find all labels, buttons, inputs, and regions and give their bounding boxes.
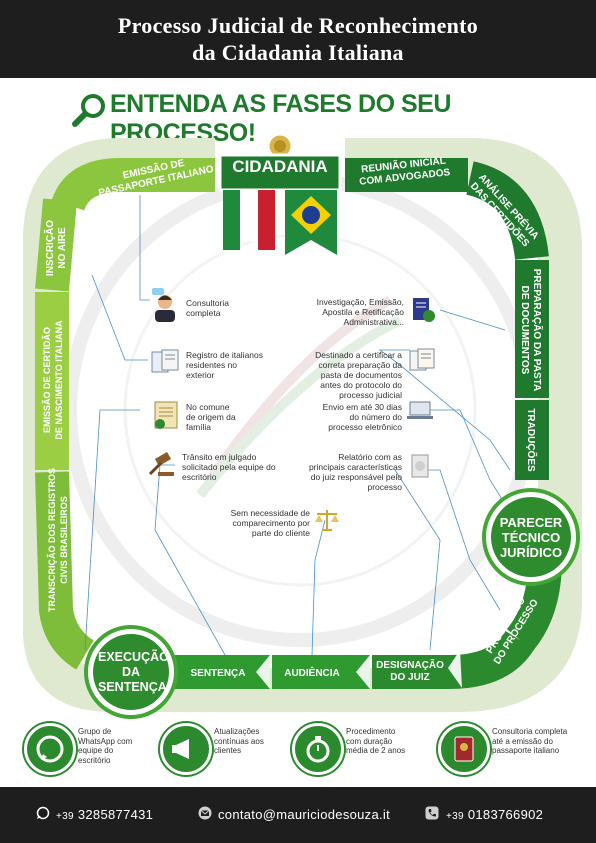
step-traducoes: TRADUÇÕES	[525, 408, 538, 472]
step-sentenca: SENTENÇA	[190, 668, 245, 679]
step-parecer-tecnico-label: PARECER TÉCNICO JURÍDICO	[499, 514, 563, 560]
scales-icon	[315, 510, 339, 531]
whatsapp-icon	[24, 723, 76, 775]
svg-text:TRADUÇÕES: TRADUÇÕES	[525, 408, 538, 472]
section-subtitle: ENTENDA AS FASES DO SEU PROCESSO!	[110, 90, 451, 147]
svg-text:SENTENÇA: SENTENÇA	[190, 668, 245, 679]
step-preparacao-pasta: PREPARAÇÃO DA PASTA DE DOCUMENTOS	[519, 269, 544, 391]
svg-text:AUDIÊNCIA: AUDIÊNCIA	[284, 666, 340, 679]
registry-documents-icon	[151, 349, 179, 373]
svg-text:NO AIRE: NO AIRE	[57, 227, 68, 269]
footer-phone-cc: +39	[446, 811, 464, 822]
step-emissao-certidao: EMISSÃO DE CERTIDÃO DE NASCIMENTO ITALIA…	[42, 320, 64, 440]
folder-documents-icon	[409, 348, 435, 371]
phone-icon	[425, 806, 439, 820]
passport-icon	[438, 723, 490, 775]
note-envio: Envio em até 30 dias do número do proces…	[322, 402, 402, 432]
svg-text:DE NASCIMENTO ITALIANA: DE NASCIMENTO ITALIANA	[54, 320, 64, 440]
footer-whatsapp-num: 3285877431	[77, 807, 154, 822]
benefit-whatsapp-text: Grupo de WhatsApp com equipe do escritór…	[78, 727, 133, 765]
note-comune: No comune de origem da família	[186, 402, 236, 432]
svg-text:DE DOCUMENTOS: DE DOCUMENTOS	[519, 286, 530, 375]
step-designacao-juiz: DESIGNAÇÃO DO JUIZ	[376, 658, 444, 683]
megaphone-icon	[160, 723, 212, 775]
step-parecer-tecnico-circle: PARECER TÉCNICO JURÍDICO	[482, 488, 580, 586]
benefit-updates-text: Atualizações contínuas aos clientes	[214, 727, 264, 755]
note-consultoria: Consultoria completa	[186, 298, 229, 318]
email-icon	[198, 806, 212, 820]
header-bar: Processo Judicial de Reconhecimento da C…	[0, 0, 596, 78]
footer-phone-num: 0183766902	[467, 807, 544, 822]
step-audiencia: AUDIÊNCIA	[284, 666, 340, 679]
step-execucao-circle: EXECUÇÃO DA SENTENÇA	[84, 625, 178, 719]
svg-text:EMISSÃO DE CERTIDÃO: EMISSÃO DE CERTIDÃO	[42, 327, 52, 433]
report-scroll-icon	[411, 454, 429, 478]
step-execucao-label: EXECUÇÃO DA SENTENÇA	[98, 649, 169, 694]
note-transito: Trânsito em julgado solicitado pela equi…	[182, 452, 276, 482]
svg-text:DESIGNAÇÃO: DESIGNAÇÃO	[376, 658, 444, 671]
step-inscricao-aire: INSCRIÇÃO NO AIRE	[43, 220, 68, 276]
svg-text:PREPARAÇÃO DA PASTA: PREPARAÇÃO DA PASTA	[531, 269, 544, 391]
page-title-line-2: da Cidadania Italiana	[192, 40, 404, 65]
step-transcricao: TRANSCRIÇÃO DOS REGISTROS CIVIS BRASILEI…	[47, 468, 69, 612]
stopwatch-icon	[292, 723, 344, 775]
consultant-icon	[152, 288, 175, 322]
footer-whatsapp-cc: +39	[56, 811, 74, 822]
whatsapp-icon	[36, 806, 50, 820]
page-title-line-1: Processo Judicial de Reconhecimento	[117, 13, 479, 38]
svg-text:INSCRIÇÃO: INSCRIÇÃO	[43, 220, 56, 276]
note-sem-necessidade: Sem necessidade de comparecimento por pa…	[230, 508, 310, 538]
certificate-icon	[154, 401, 178, 429]
cidadania-badge	[218, 132, 342, 255]
magnifier-icon	[72, 94, 105, 127]
benefit-passport-text: Consultoria completa até a emissão do pa…	[492, 727, 568, 755]
note-relatorio: Relatório com as principais característi…	[308, 452, 402, 492]
note-destinado: Destinado a certificar a correta prepara…	[315, 350, 402, 400]
laptop-icon	[407, 401, 433, 419]
note-investigacao: Investigação, Emissão, Apostila e Retifi…	[316, 297, 404, 327]
svg-text:CIVIS BRASILEIROS: CIVIS BRASILEIROS	[59, 496, 69, 584]
svg-text:TRANSCRIÇÃO DOS REGISTROS: TRANSCRIÇÃO DOS REGISTROS	[47, 468, 57, 612]
footer-email[interactable]: contato@mauriciodesouza.it	[218, 807, 391, 822]
benefit-duration-text: Procedimento com duração média de 2 anos	[346, 727, 406, 755]
gavel-icon	[148, 452, 174, 476]
svg-text:DO JUIZ: DO JUIZ	[390, 672, 429, 683]
cidadania-label: CIDADANIA	[232, 157, 328, 176]
note-registro: Registro de italianos residentes no exte…	[186, 350, 264, 380]
document-shield-icon	[413, 298, 435, 322]
